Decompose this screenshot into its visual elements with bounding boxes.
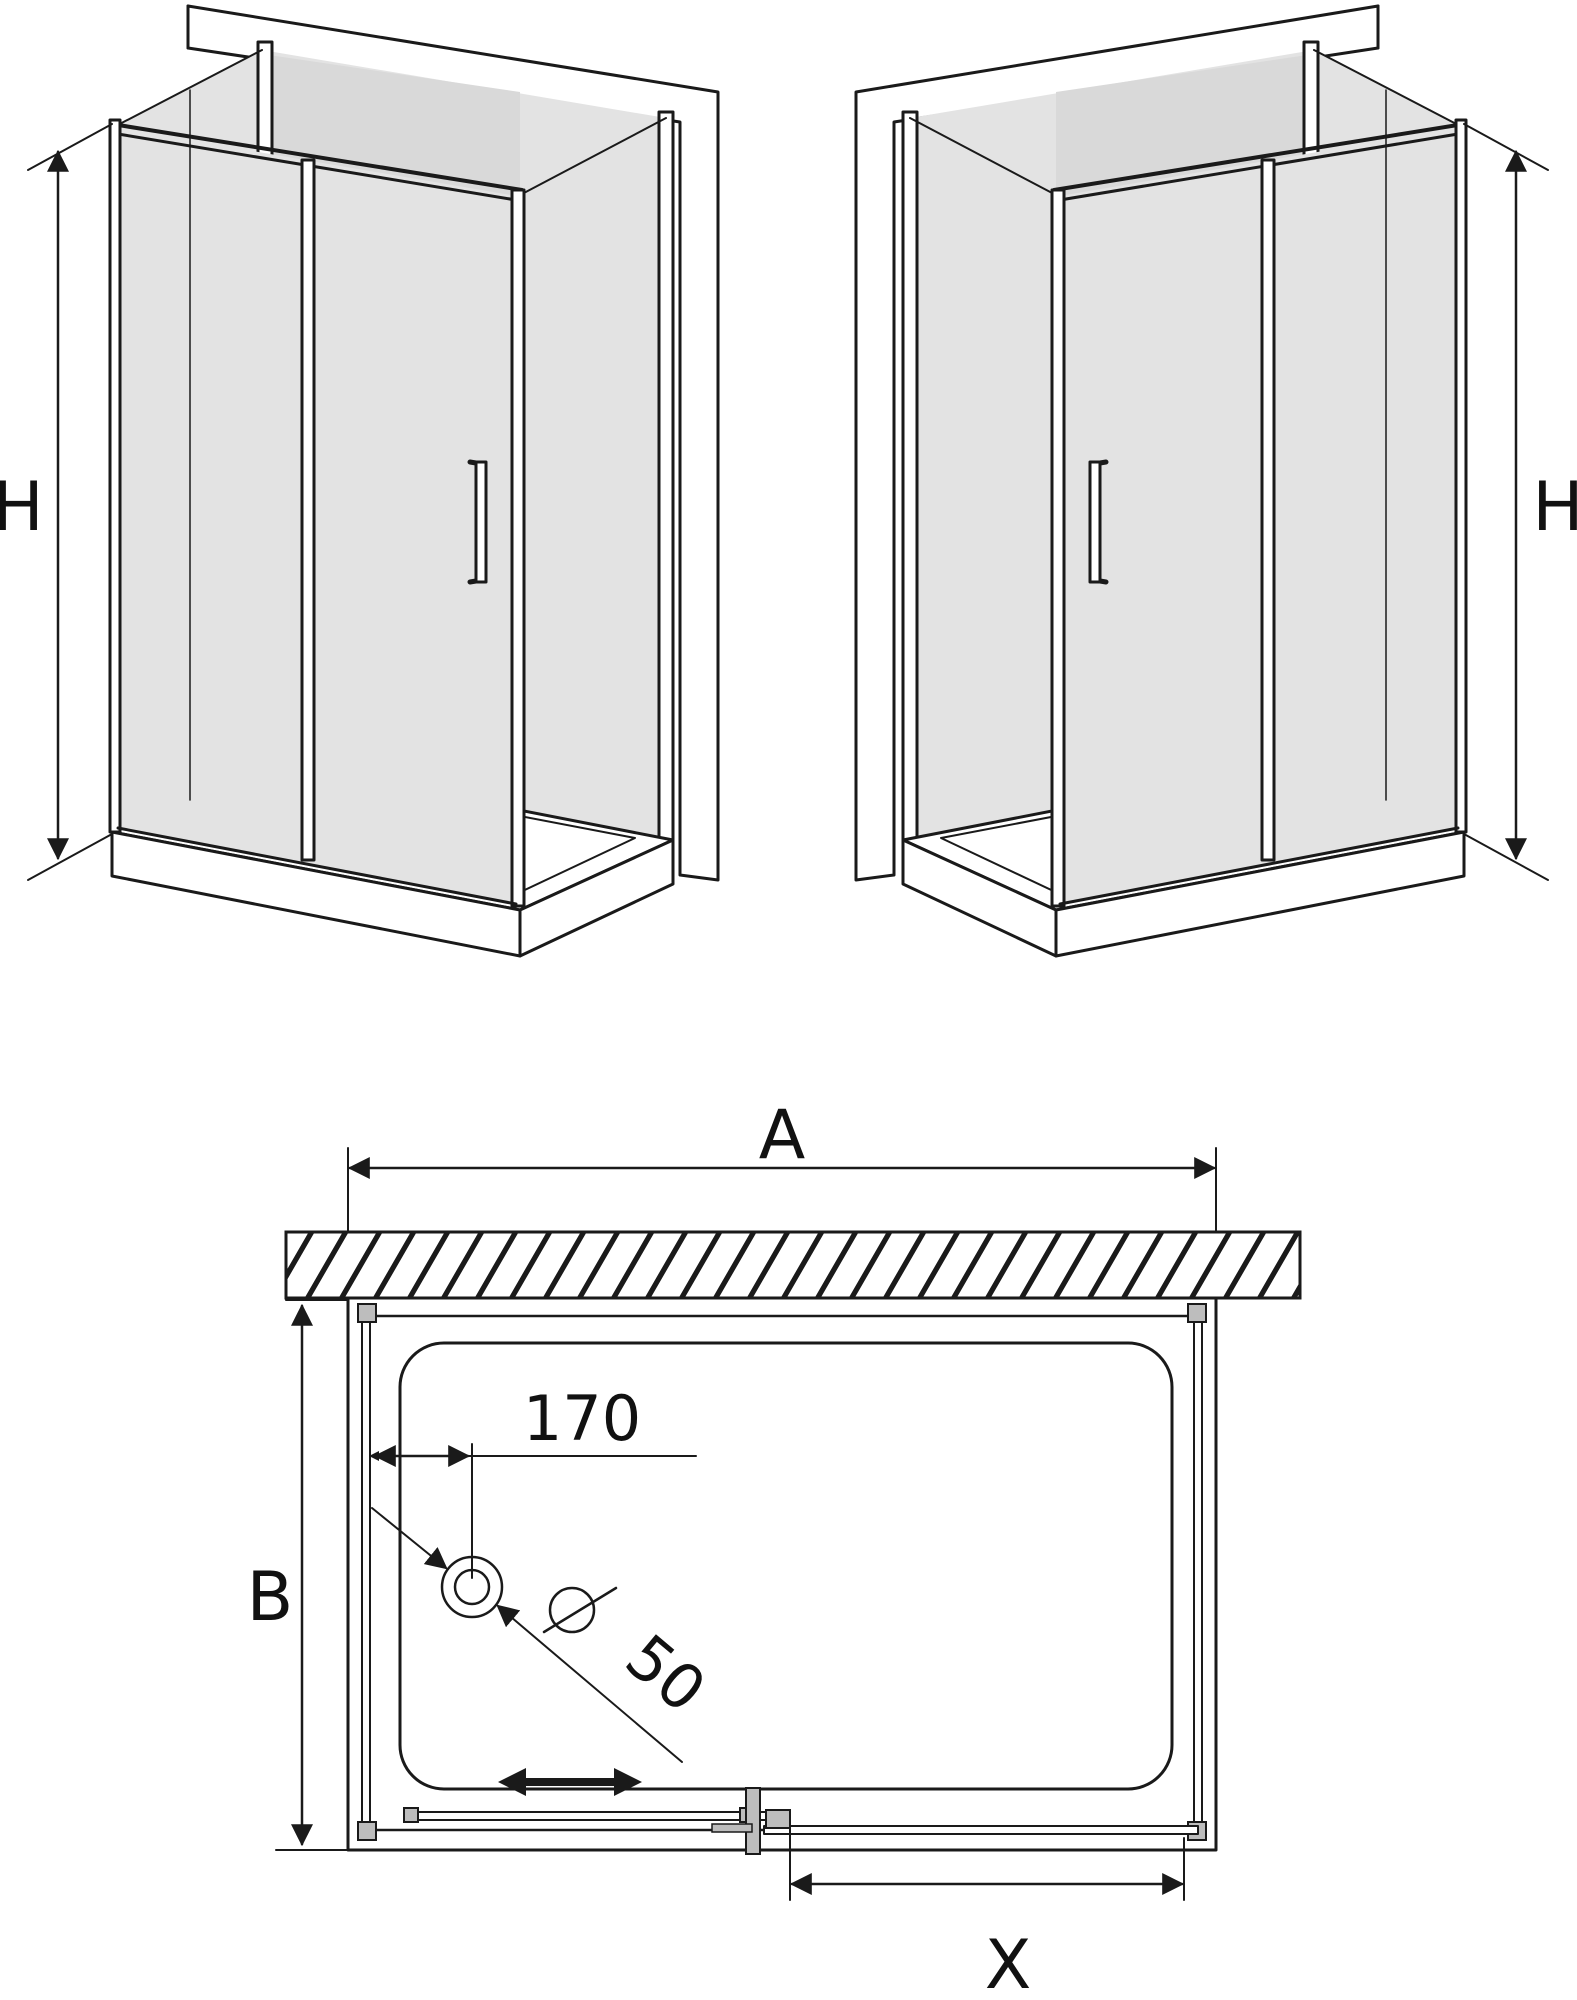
height-label-left: H (0, 468, 44, 547)
drain-offset-label: 170 (523, 1382, 641, 1455)
height-label-right: H (1532, 468, 1577, 547)
right-front-glass (1060, 128, 1458, 904)
right-enclosure-view: H (854, 4, 1577, 958)
plan-wall (284, 1230, 1302, 1300)
plan-view: A B (247, 1096, 1302, 2000)
plan-fixed-panel (763, 1825, 1199, 1835)
left-enclosure-view: H (0, 4, 720, 958)
width-label: A (759, 1096, 806, 1175)
depth-label: B (247, 1558, 294, 1637)
plan-sliding-door (407, 1811, 783, 1821)
plan-tray-basin (398, 1341, 1174, 1791)
left-front-glass (118, 128, 516, 904)
door-offset-label: X (985, 1926, 1032, 2000)
diameter-symbol (542, 1586, 618, 1634)
